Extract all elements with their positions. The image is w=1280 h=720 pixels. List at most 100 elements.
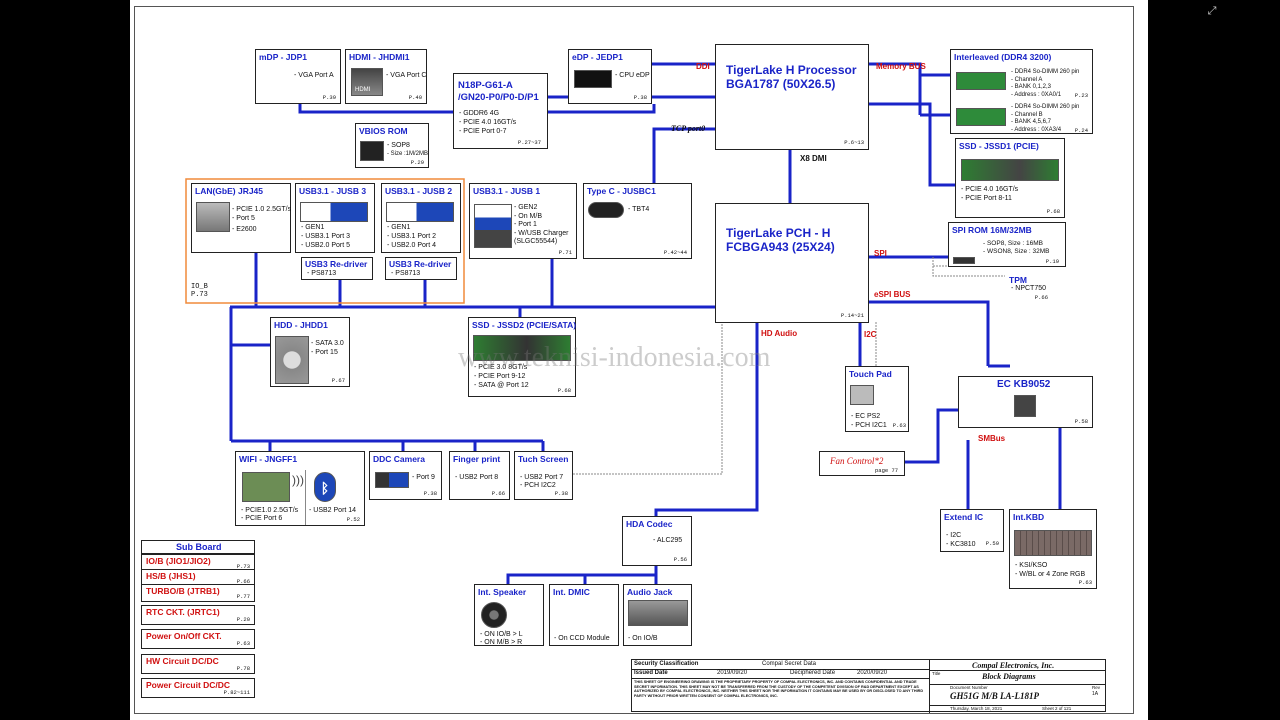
- sheet-value: Sheet 2 of 121: [1042, 706, 1072, 711]
- subboard-item: TURBO/B (JTRB1)P.77: [141, 584, 255, 602]
- redriver2-title: USB3 Re-driver: [389, 259, 452, 269]
- wifi-divider: [305, 470, 306, 525]
- legal-notice: THIS SHEET OF ENGINEERING DRAWING IS THE…: [634, 680, 924, 698]
- spirom-page: P.19: [1045, 258, 1059, 265]
- typec-page: P.42~44: [663, 249, 687, 256]
- lan-line-3: - E2600: [232, 226, 257, 233]
- mdp-title: mDP - JDP1: [259, 52, 308, 62]
- usb-jusb1-line-4: - W/USB Charger: [514, 229, 569, 237]
- spirom-title: SPI ROM 16M/32MB: [952, 225, 1032, 235]
- hdd-line-1: - SATA 3.0: [311, 340, 344, 347]
- cpu-title-1: TigerLake H Processor: [726, 63, 857, 77]
- audiojack-image: [628, 600, 688, 626]
- extendic-title: Extend IC: [944, 512, 984, 522]
- usb-jusb1-page: P.71: [558, 249, 572, 256]
- wifi-title: WIFI - JNGFF1: [239, 454, 298, 464]
- cpu-title-2: BGA1787 (50X26.5): [726, 77, 836, 91]
- edp-connector-image: [574, 70, 612, 88]
- ddr-b-line-2: - Channel B: [1011, 111, 1043, 118]
- deciphered-label: Deciphered Date: [790, 670, 836, 676]
- pch-title-1: TigerLake PCH - H: [726, 226, 831, 240]
- spirom-chip-image: [953, 257, 975, 264]
- deciphered-value: 2020/09/20: [857, 670, 888, 676]
- ddr-b-line-4: - Address : 0XA3/4: [1011, 126, 1062, 133]
- intkbd-line-2: - W/BL or 4 Zone RGB: [1015, 571, 1086, 578]
- ec-title: EC KB9052: [997, 379, 1051, 390]
- vbios-line-1: - SOP8: [387, 142, 410, 149]
- tpm-page: P.66: [1034, 294, 1048, 301]
- hdmi-block: HDMI - JHDMI1 HDMI - VGA Port C P.40: [345, 49, 427, 104]
- usb-jusb1-title: USB3.1 - JUSB 1: [473, 186, 541, 196]
- subboard-item-label: TURBO/B (JTRB1): [146, 586, 220, 596]
- hdd-line-2: - Port 15: [311, 349, 338, 356]
- hdmi-title: HDMI - JHDMI1: [349, 52, 410, 62]
- touchscreen-line-1: - USB2 Port 7: [520, 474, 564, 481]
- subboard-item-page: P.82~111: [223, 689, 250, 696]
- subboard-item-page: P.20: [236, 616, 250, 623]
- finger-block: Finger print - USB2 Port 8 P.66: [449, 451, 510, 500]
- speaker-line-1: - ON IO/B > L: [480, 631, 523, 638]
- doc-value: GH51G M/B LA-L181P: [950, 691, 1039, 701]
- ssd1-block: SSD - JSSD1 (PCIE) - PCIE 4.0 16GT/s - P…: [955, 138, 1065, 218]
- camera-page: P.38: [423, 490, 437, 497]
- ddr-a-line-1: - DDR4 So-DIMM 260 pin: [1011, 69, 1080, 75]
- subboard-item-label: HW Circuit DC/DC: [146, 656, 219, 666]
- hdd-page: P.67: [331, 377, 345, 384]
- ssd2-title: SSD - JSSD2 (PCIE/SATA): [472, 320, 577, 330]
- gpu-title-1: N18P-G61-A: [458, 80, 513, 91]
- bus-label-smbus: SMBus: [978, 434, 1006, 443]
- gpu-line-1: - GDDR6 4G: [459, 110, 500, 117]
- touchpad-image: [850, 385, 874, 405]
- pch-title-2: FCBGA943 (25X24): [726, 240, 835, 254]
- camera-line-1: - Port 9: [412, 474, 435, 481]
- spirom-line-2: - WSON8, Size : 32MB: [983, 248, 1050, 255]
- hda-line-1: - ALC295: [653, 537, 683, 544]
- touchscreen-title: Tuch Screen: [518, 454, 569, 464]
- bus-label-spi: SPI: [874, 249, 887, 258]
- bus-label-ddi: DDI: [696, 62, 710, 71]
- bus-label-x8dmi: X8 DMI: [800, 154, 827, 163]
- bus-label-hdaudio: HD Audio: [761, 329, 798, 338]
- intkbd-title: Int.KBD: [1013, 512, 1045, 522]
- vbios-line-2: - Size :1M/2MB: [387, 151, 429, 157]
- rev-label: Rev: [1092, 685, 1101, 690]
- hdmi-logo: HDMI: [355, 87, 371, 93]
- expand-icon[interactable]: ⤢: [1207, 5, 1217, 17]
- ddr-title: Interleaved (DDR4 3200): [954, 52, 1052, 62]
- finger-line-1: - USB2 Port 8: [455, 474, 499, 481]
- subboard-item-label: IO/B (JIO1/JIO2): [146, 556, 211, 566]
- bus-label-i2c: I2C: [864, 330, 877, 339]
- touchscreen-page: P.38: [554, 490, 568, 497]
- ec-block: EC KB9052 P.58: [958, 376, 1093, 428]
- wifi-page: P.52: [346, 516, 360, 523]
- finger-page: P.66: [491, 490, 505, 497]
- redriver2-block: USB3 Re-driver - PS8713: [385, 257, 457, 280]
- spirom-block: SPI ROM 16M/32MB - SOP8, Size : 16MB - W…: [948, 222, 1066, 267]
- ec-chip-image: [1014, 395, 1036, 417]
- watermark: www.teknisi-indonesia.com: [458, 342, 771, 373]
- hdd-title: HDD - JHDD1: [274, 320, 328, 330]
- issued-value: 2019/09/20: [717, 670, 748, 676]
- ec-page: P.58: [1074, 418, 1088, 425]
- redriver2-line-1: - PS8713: [391, 270, 421, 277]
- usb-jusb1-line-2: - On M/B: [514, 212, 543, 220]
- subboard-item-page: P.66: [236, 578, 250, 585]
- subboard-item: Power On/Off CKT.P.63: [141, 629, 255, 649]
- fan-title: Fan Control*2: [830, 456, 884, 466]
- cpu-block: TigerLake H Processor BGA1787 (50X26.5) …: [715, 44, 869, 150]
- subboard-item-label: Power On/Off CKT.: [146, 631, 222, 641]
- touchscreen-line-2: - PCH I2C2: [520, 482, 556, 489]
- bus-label-espi: eSPI BUS: [874, 290, 911, 299]
- subboard-title: Sub Board: [176, 542, 222, 552]
- gpu-title-2: /GN20-P0/P0-D/P1: [458, 92, 539, 103]
- hdmi-line-1: - VGA Port C: [386, 72, 427, 79]
- gpu-page: P.27~37: [517, 139, 541, 146]
- wire-ssd1: [868, 102, 957, 187]
- wire-hda-down: [506, 566, 658, 585]
- ssd2-block: SSD - JSSD2 (PCIE/SATA) - PCIE 3.0 8GT/s…: [468, 317, 576, 397]
- hdd-image: [275, 336, 309, 384]
- gpu-line-2: - PCIE 4.0 16GT/s: [459, 119, 517, 126]
- redriver1-title: USB3 Re-driver: [305, 259, 368, 269]
- lan-block: LAN(GbE) JRJ45 - PCIE 1.0 2.5GT/s - Port…: [191, 183, 291, 253]
